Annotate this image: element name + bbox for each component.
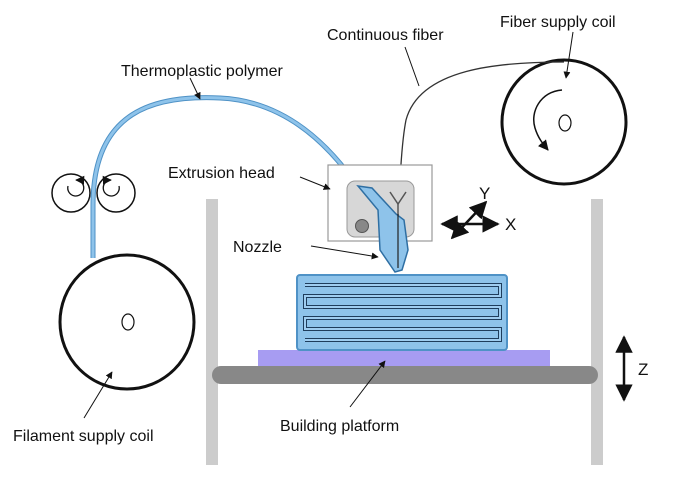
build-plate bbox=[258, 350, 550, 366]
label-extrusion-head: Extrusion head bbox=[168, 165, 275, 182]
rotation-arrow-icon bbox=[533, 89, 563, 151]
axis-label-x: X bbox=[505, 215, 516, 234]
leader-nozzle bbox=[310, 245, 379, 260]
axis-label-y: Y bbox=[479, 184, 490, 203]
leader-filament-coil bbox=[83, 371, 113, 419]
label-building-platform: Building platform bbox=[280, 418, 399, 435]
nozzle bbox=[356, 184, 409, 273]
axis-arrows-icon bbox=[440, 200, 500, 240]
building-platform bbox=[212, 366, 598, 384]
label-nozzle: Nozzle bbox=[233, 239, 282, 256]
feed-rollers bbox=[51, 173, 136, 213]
leader-extrusion-head bbox=[299, 176, 331, 190]
leader-thermoplastic bbox=[189, 77, 201, 100]
axis-label-z: Z bbox=[638, 360, 648, 379]
label-filament-supply-coil: Filament supply coil bbox=[13, 428, 154, 445]
label-fiber-supply-coil: Fiber supply coil bbox=[500, 14, 616, 31]
filament-supply-coil bbox=[58, 253, 196, 391]
rotation-arrow-icon bbox=[102, 175, 120, 197]
fiber-supply-coil bbox=[500, 58, 628, 186]
leader-fiber-supply-coil bbox=[563, 31, 574, 79]
printed-part bbox=[296, 274, 508, 351]
leader-continuous-fiber bbox=[404, 46, 420, 87]
frame-post-left bbox=[206, 199, 218, 465]
rotation-arrow-icon bbox=[67, 175, 85, 197]
label-continuous-fiber: Continuous fiber bbox=[327, 27, 444, 44]
leader-building-platform bbox=[349, 360, 386, 408]
label-thermoplastic-polymer: Thermoplastic polymer bbox=[121, 63, 284, 80]
frame-post-right bbox=[591, 199, 603, 465]
